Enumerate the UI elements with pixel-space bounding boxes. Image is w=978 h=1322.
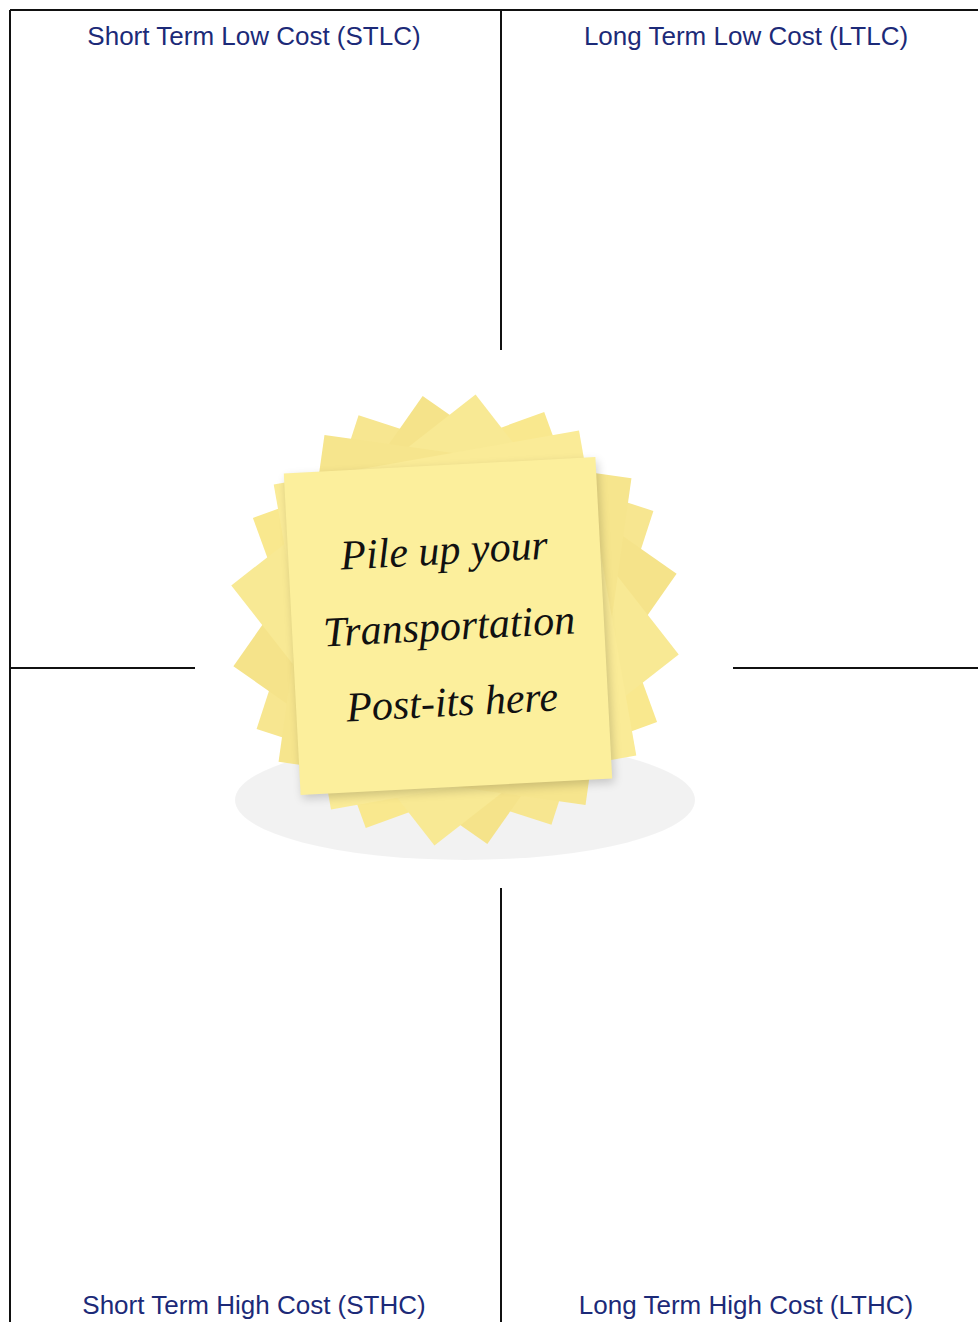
quadrant-label: Short Term Low Cost (STLC): [14, 21, 494, 51]
quadrant-label: Short Term High Cost (STHC): [14, 1290, 494, 1320]
sticky-note: Pile up your Transportation Post-its her…: [284, 457, 612, 795]
postit-stack: [231, 395, 695, 860]
note-text: Pile up your Transportation Post-its her…: [317, 506, 579, 747]
quadrant-label: Long Term Low Cost (LTLC): [506, 21, 978, 51]
quadrant-label: Long Term High Cost (LTHC): [506, 1290, 978, 1320]
